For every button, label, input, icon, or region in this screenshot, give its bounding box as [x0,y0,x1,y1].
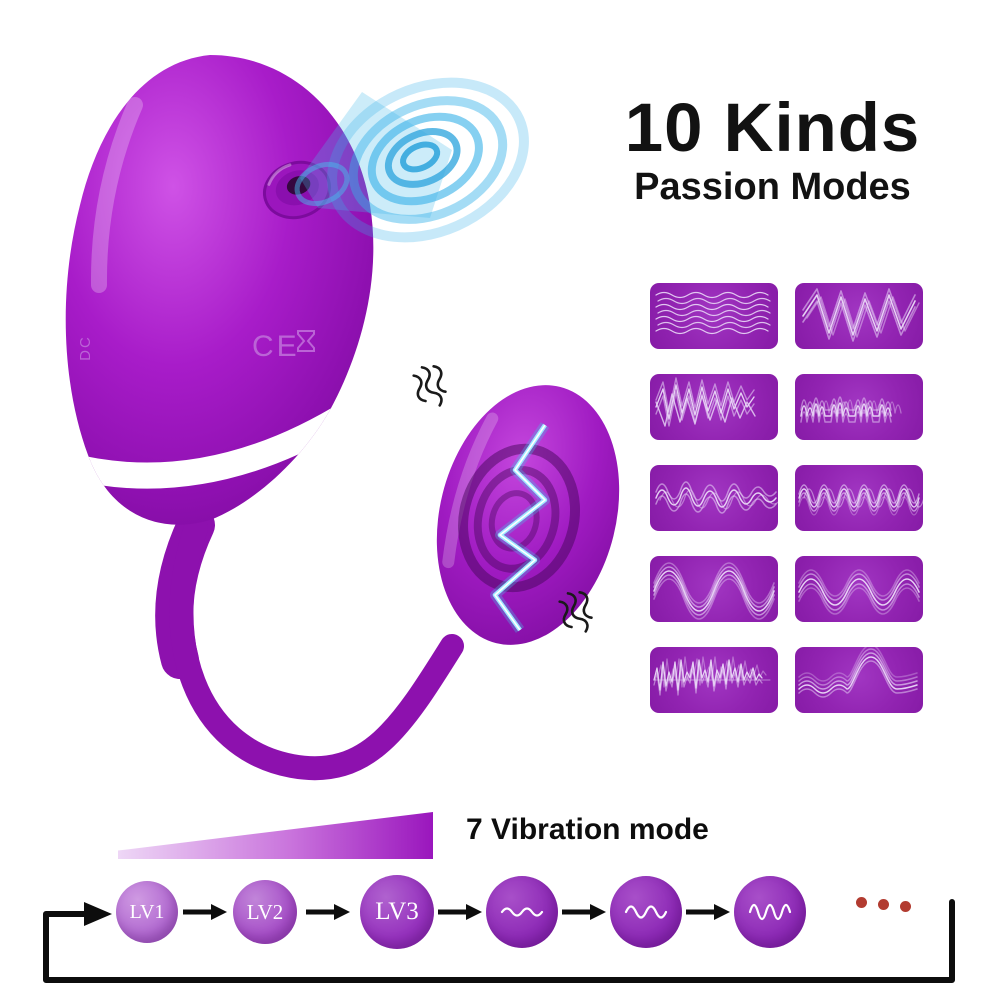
mode-tile-4 [795,374,923,440]
ce-marking-label: CE [252,330,300,363]
vibration-marks-top-icon [412,365,447,407]
egg-attachment [436,385,620,645]
waveform-sharp-zigzag-icon [802,288,920,342]
waveform-crescendo-icon [798,647,918,698]
headline-block: 10 Kinds Passion Modes [575,92,970,209]
electric-pulse-icon [490,422,550,633]
mode-tile-10 [795,647,923,713]
waveform-erratic-spike-icon [653,656,771,696]
main-device-body: CE DC [65,55,374,525]
mode-tile-9 [650,647,778,713]
passion-modes-grid [650,283,923,713]
waveform-wave-burst-icon [800,396,902,423]
mode-tile-2 [795,283,923,349]
headline-passion-modes: Passion Modes [634,165,911,208]
waveform-chaotic-scribble-icon [655,377,756,427]
dc-marking-label: DC [77,335,94,361]
hourglass-icon [297,330,315,352]
mode-tile-3 [650,374,778,440]
vibration-mode-heading: 7 Vibration mode [466,813,709,846]
waveform-ripple-stack-icon [655,291,771,335]
waveform-dense-sine-icon [798,484,923,516]
mode-tile-8 [795,556,923,622]
gloss-highlight [90,97,143,293]
mode-tile-1 [650,283,778,349]
waveform-large-sine-icon [653,562,775,620]
waveform-loose-scribble-icon [655,481,778,514]
mode-tile-5 [650,465,778,531]
waveform-smooth-sine-icon [798,569,920,615]
connection-cord [155,506,464,781]
headline-kinds: 10 Kinds [624,89,921,166]
mode-tile-6 [795,465,923,531]
mode-tile-7 [650,556,778,622]
suction-swirl-icon [294,77,529,243]
vibration-marks-bottom-icon [558,591,593,633]
